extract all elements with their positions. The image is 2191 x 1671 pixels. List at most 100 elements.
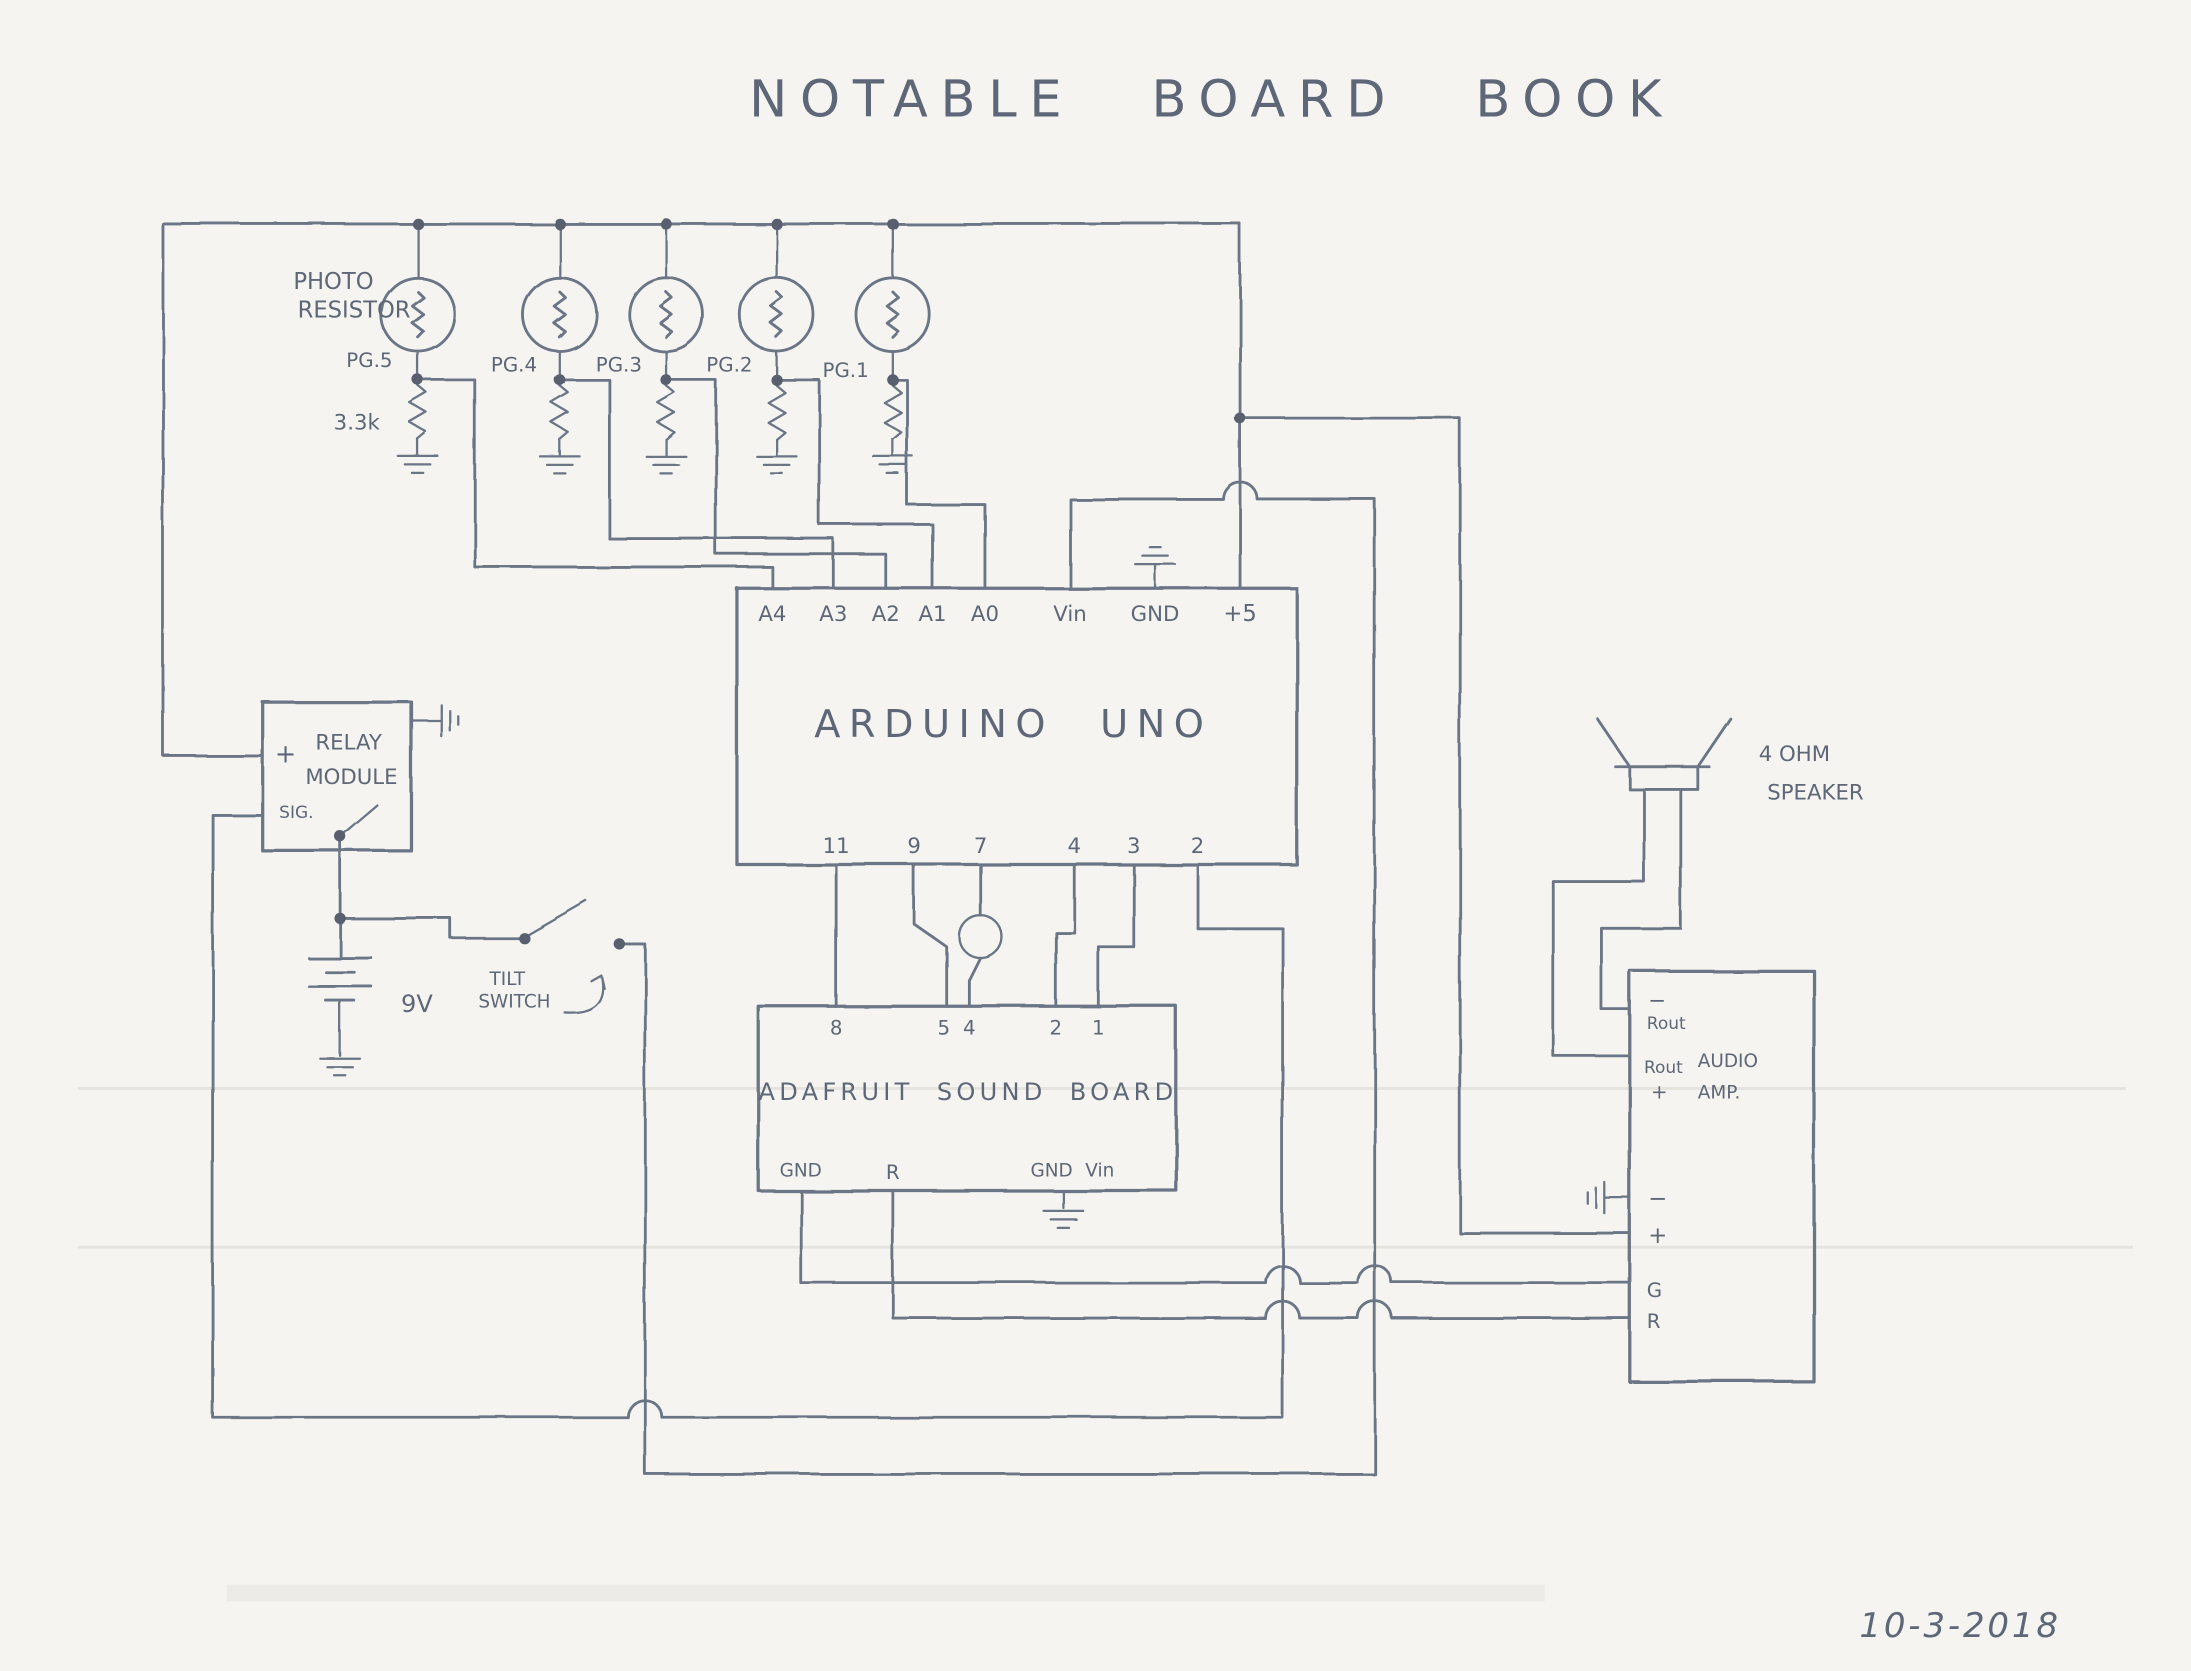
resistor-symbol: [408, 384, 428, 441]
speaker-cone-icon: [1595, 717, 1732, 769]
ground-icon: [397, 455, 440, 475]
relay-box: [260, 699, 413, 853]
labels: NOTABLE BOARD BOOK PHOTO RESISTOR PG.5 P…: [275, 70, 2060, 1646]
wire-pg4-to-a3: [558, 378, 835, 590]
tilt-switch-arrow: [562, 973, 605, 1014]
amp-top-sign: −: [1648, 989, 1666, 1014]
sb-pin-1: 1: [1092, 1017, 1105, 1040]
wire-pg2-to-a1: [775, 378, 934, 590]
photoresistor-stems-top: [416, 222, 894, 279]
sb-pin-8: 8: [830, 1017, 843, 1040]
tilt-label-2: SWITCH: [478, 992, 550, 1013]
photoresistor-label-2: RESISTOR: [298, 298, 411, 324]
tilt-switch-arm: [526, 900, 588, 937]
wire-vin-loop: [617, 480, 1377, 1476]
relay-name-2: MODULE: [305, 765, 397, 790]
ground-icon: [1041, 1209, 1084, 1229]
amp-title-amp: AMP.: [1698, 1082, 1741, 1103]
photoresistor-label-1: PHOTO: [293, 269, 373, 295]
wire-pin9-to-5: [912, 863, 949, 1008]
pg4-label: PG.4: [491, 353, 537, 376]
resistor-symbol: [766, 384, 787, 441]
pg5-label: PG.5: [346, 349, 392, 372]
amp-pin-r: R: [1647, 1310, 1661, 1333]
page-title: NOTABLE BOARD BOOK: [749, 70, 1674, 129]
arduino-pin-7: 7: [974, 834, 988, 859]
speaker-label-1: 4 OHM: [1759, 742, 1830, 767]
wire-left-frame: [161, 222, 264, 757]
amplifier-box: [1628, 969, 1816, 1384]
wire-speaker-minus: [1600, 788, 1683, 1011]
wire-pin7-to-4: [967, 863, 983, 1008]
arduino-pin-3: 3: [1127, 834, 1141, 859]
sb-pin-vin: Vin: [1085, 1160, 1114, 1181]
arduino-box: [735, 586, 1299, 867]
ground-icon: [755, 455, 798, 475]
date-annotation: 10-3-2018: [1859, 1606, 2060, 1646]
sb-pin-2: 2: [1050, 1017, 1063, 1040]
ground-icon: [538, 455, 581, 475]
pg2-label: PG.2: [706, 353, 752, 376]
amp-pin-minus: −: [1648, 1186, 1667, 1212]
relay-plus-label: +: [275, 740, 296, 770]
arduino-pin-a4: A4: [758, 602, 786, 627]
wire-pg3-to-a2: [664, 378, 888, 590]
pulldown-value-label: 3.3k: [334, 410, 381, 435]
wire-sbgnd-to-ampG: [799, 1189, 1632, 1285]
arduino-pin-a3: A3: [819, 602, 847, 627]
sb-pin-4: 4: [963, 1017, 976, 1040]
amp-ground-icon: [1586, 1180, 1631, 1215]
scan-artifacts: [77, 1087, 2133, 1602]
relay-name-1: RELAY: [315, 731, 382, 756]
amp-pin-g: G: [1647, 1279, 1662, 1302]
resistor-symbol: [656, 384, 676, 441]
sb-pin-r: R: [886, 1161, 900, 1184]
arduino-pin-2: 2: [1191, 834, 1205, 859]
sb-pin-gnd2: GND: [1030, 1160, 1072, 1181]
battery-label: 9V: [401, 990, 433, 1018]
amp-pin-plus: +: [1648, 1223, 1667, 1249]
arduino-pin-4: 4: [1067, 834, 1081, 859]
sb-pin-5: 5: [938, 1017, 951, 1040]
ground-icon: [645, 455, 688, 475]
wire-pin3-to-1: [1096, 863, 1136, 1008]
junction-dots: [334, 218, 1246, 950]
amp-top-rout: Rout: [1647, 1014, 1686, 1034]
wire-pg5-to-a4: [416, 378, 774, 590]
ground-icon: [1134, 545, 1176, 566]
speaker-label-2: SPEAKER: [1767, 780, 1864, 805]
wire-speaker-plus: [1551, 788, 1646, 1058]
photoresistor-symbol-pg4: [521, 276, 599, 353]
wire-pg1-to-a0: [891, 378, 987, 590]
sound-board-title: ADAFRUIT SOUND BOARD: [759, 1078, 1178, 1106]
speaker-body: [1628, 765, 1700, 791]
resistor-symbol: [550, 384, 570, 441]
pg3-label: PG.3: [596, 353, 642, 376]
wire-plus5-to-amp: [1238, 416, 1632, 1235]
photoresistor-symbol-pg1: [854, 276, 932, 353]
wire-loop-crossing: [958, 914, 1004, 960]
sound-board-box: [756, 1004, 1178, 1193]
relay-sig-label: SIG.: [279, 803, 313, 823]
relay-switch-arm: [338, 803, 379, 838]
arduino-pin-vin: Vin: [1053, 602, 1086, 627]
battery-symbol: [307, 956, 373, 1003]
wire-sbR-to-ampR: [891, 1189, 1632, 1320]
amp-title-rout: Rout: [1644, 1058, 1683, 1078]
arduino-title: ARDUINO UNO: [814, 702, 1212, 747]
arduino-pin-plus5: +5: [1223, 601, 1256, 627]
wire-battery-to-tilt: [338, 916, 523, 940]
wire-sig-to-pin2: [211, 813, 1284, 1419]
amp-title-plus: +: [1651, 1080, 1668, 1103]
amp-title-audio: AUDIO: [1698, 1051, 1758, 1072]
arduino-pin-11: 11: [823, 834, 850, 859]
arduino-pin-a2: A2: [872, 602, 900, 627]
photoresistor-stems-bottom: [416, 350, 894, 382]
wire-pin4-to-2: [1054, 863, 1076, 1008]
photoresistor-symbol-pg2: [738, 276, 815, 353]
ground-icon: [319, 1057, 362, 1077]
erased-text-smudge: [226, 1584, 1545, 1602]
arduino-pin-a1: A1: [918, 602, 946, 627]
